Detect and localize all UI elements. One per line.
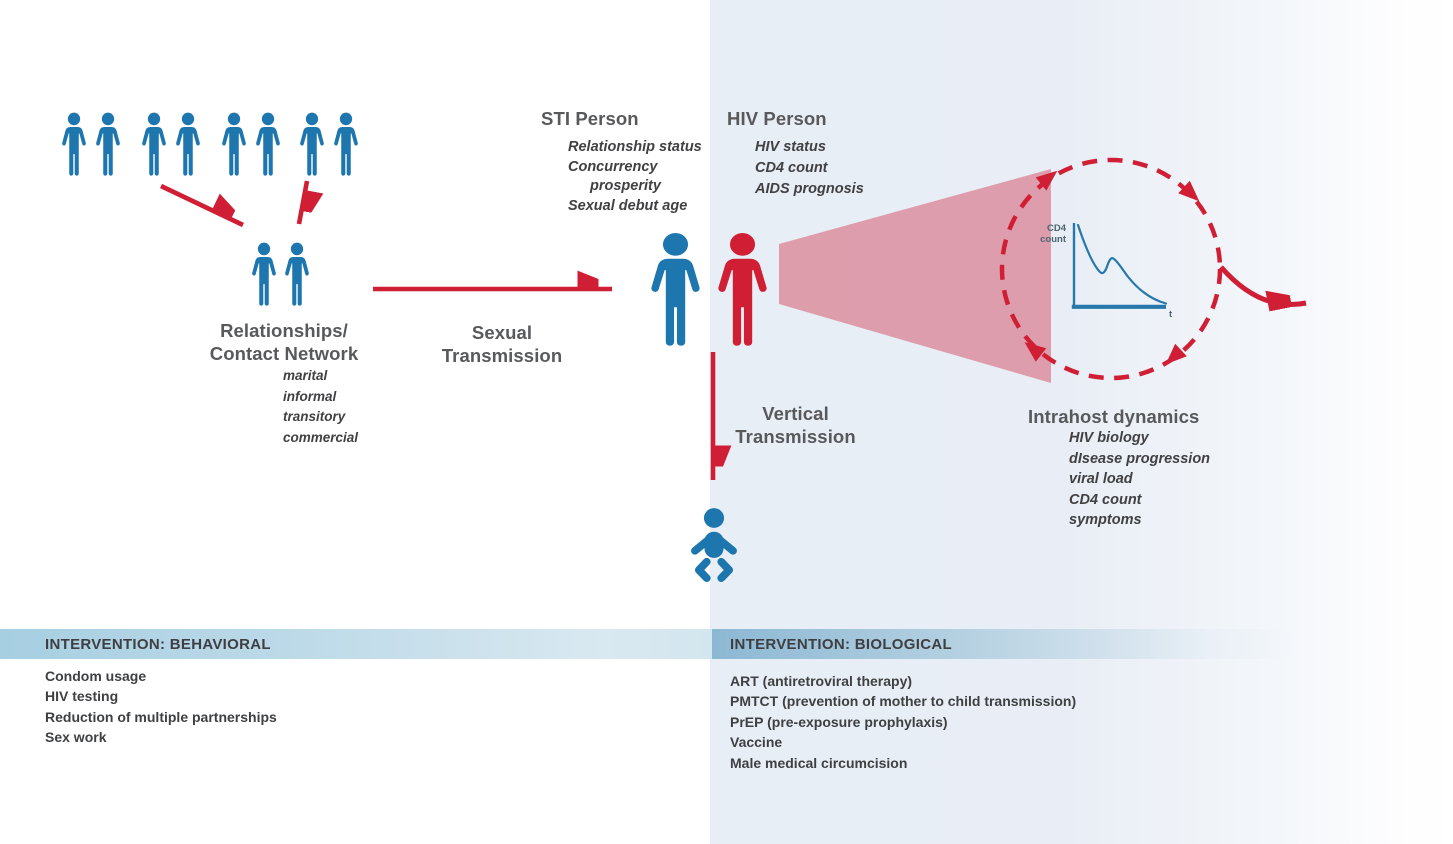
population-group	[62, 112, 358, 176]
title-line: Vertical	[762, 403, 829, 424]
relationship-types: marital informal transitory commercial	[283, 366, 358, 448]
sexual-transmission-label: Sexual Transmission	[413, 321, 591, 367]
selected-pair-group	[252, 242, 309, 306]
person-icon	[285, 242, 309, 306]
title-line: Transmission	[735, 426, 856, 447]
attribute-item: Sexual debut age	[568, 197, 688, 214]
list-item: Sex work	[45, 729, 107, 746]
title-line: Relationships/	[220, 320, 348, 341]
person-icon	[334, 112, 358, 176]
intrahost-title: Intrahost dynamics	[1028, 406, 1200, 427]
intrahost-attributes: HIV biology dIsease progression viral lo…	[1069, 428, 1210, 531]
relationships-title: Relationships/ Contact Network	[178, 319, 390, 365]
behavioral-intervention-header: INTERVENTION: BEHAVIORAL	[45, 636, 271, 653]
attribute-item: Relationship status	[568, 139, 702, 155]
behavioral-intervention-list: Condom usage HIV testing Reduction of mu…	[45, 666, 277, 748]
attribute-item: symptoms	[1069, 512, 1142, 528]
person-icon	[222, 112, 246, 176]
vertical-transmission-label: Vertical Transmission	[708, 402, 883, 448]
attribute-item: CD4 count	[1069, 491, 1142, 508]
person-icon	[62, 112, 86, 176]
biological-intervention-list: ART (antiretroviral therapy) PMTCT (prev…	[730, 671, 1076, 773]
sti-person-icon	[651, 233, 700, 346]
list-item: Condom usage	[45, 668, 147, 684]
list-item: PrEP (pre-exposure prophylaxis)	[730, 713, 948, 730]
attribute-item: commercial	[283, 429, 359, 445]
biological-intervention-header: INTERVENTION: BIOLOGICAL	[730, 636, 952, 653]
title-line: Contact Network	[209, 343, 359, 364]
person-icon	[300, 112, 324, 176]
list-item: Reduction of multiple partnerships	[45, 708, 277, 725]
pair-selection-arrow-short	[296, 180, 307, 225]
title-line: Transmission	[441, 345, 563, 366]
person-icon	[252, 242, 276, 306]
attribute-item: HIV status	[755, 139, 826, 155]
attribute-item: viral load	[1069, 471, 1133, 487]
hiv-person-attributes: HIV status CD4 count AIDS prognosis	[755, 137, 864, 200]
person-icon	[176, 112, 200, 176]
list-item: PMTCT (prevention of mother to child tra…	[730, 693, 1077, 710]
list-item: HIV testing	[45, 688, 119, 705]
attribute-item: dIsease progression	[1069, 450, 1211, 467]
attribute-item: Concurrency	[568, 158, 658, 175]
attribute-item: HIV biology	[1069, 430, 1149, 446]
title-line: Sexual	[471, 322, 533, 343]
attribute-item: informal	[283, 388, 337, 404]
behavioral-intervention-bar	[0, 629, 712, 659]
sti-person-attributes: Relationship status Concurrency prosperi…	[568, 138, 702, 216]
attribute-item: transitory	[283, 409, 346, 424]
list-item: Male medical circumcision	[730, 754, 908, 771]
attribute-item: AIDS prognosis	[755, 181, 864, 197]
person-icon	[142, 112, 166, 176]
background-right-panel	[710, 0, 1453, 844]
sti-person-title: STI Person	[541, 108, 639, 129]
attribute-item: CD4 count	[755, 160, 828, 176]
pair-selection-arrow-long	[160, 183, 244, 228]
list-item: Vaccine	[730, 734, 783, 751]
person-icon	[256, 112, 280, 176]
hiv-person-title: HIV Person	[727, 108, 827, 129]
attribute-item: marital	[283, 368, 328, 383]
attribute-item: prosperity	[590, 178, 661, 194]
biological-intervention-bar	[712, 629, 1297, 659]
list-item: ART (antiretroviral therapy)	[730, 673, 913, 689]
person-icon	[96, 112, 120, 176]
